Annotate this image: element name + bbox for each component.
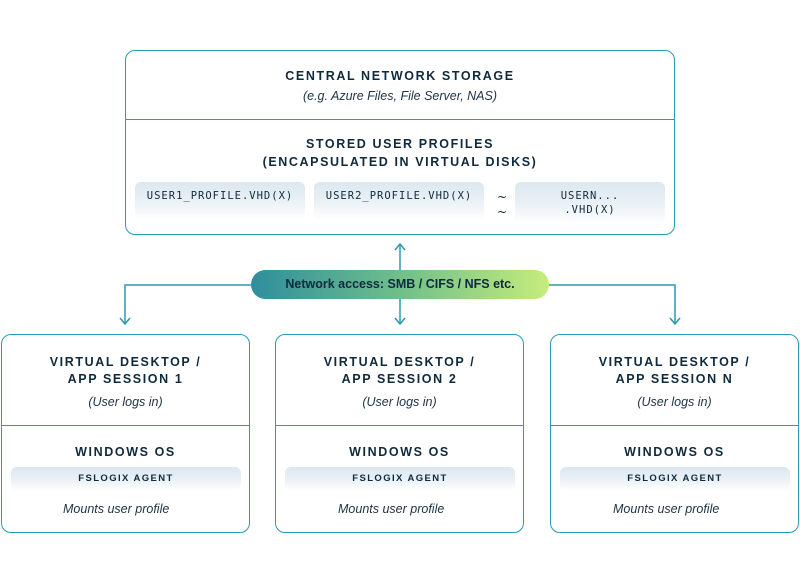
windows-os-label: WINDOWS OS	[349, 445, 450, 459]
session-title: APP SESSION 2	[341, 372, 458, 386]
fslogix-agent-chip: FSLOGIX AGENT	[560, 467, 790, 491]
session-title: VIRTUAL DESKTOP /	[49, 355, 202, 369]
session-box-n: VIRTUAL DESKTOP / APP SESSION N (User lo…	[550, 334, 799, 533]
mount-label: Mounts user profile	[613, 502, 720, 516]
storage-title: CENTRAL NETWORK STORAGE	[285, 69, 515, 83]
session-title: VIRTUAL DESKTOP /	[598, 355, 751, 369]
login-note: (User logs in)	[637, 395, 712, 409]
session-title: VIRTUAL DESKTOP /	[323, 355, 476, 369]
mount-label: Mounts user profile	[63, 502, 170, 516]
session-divider	[276, 425, 523, 426]
profile-file-1: USER1_PROFILE.VHD(X)	[135, 182, 305, 220]
session1-connector	[124, 284, 251, 324]
session-divider	[551, 425, 798, 426]
down-arrowhead-1	[119, 317, 131, 326]
down-arrowhead-2	[394, 317, 406, 326]
profile-file-2: USER2_PROFILE.VHD(X)	[314, 182, 484, 220]
profile-file-n: USERN... .VHD(X)	[515, 182, 665, 224]
login-note: (User logs in)	[88, 395, 163, 409]
profile-file-n-line2: .VHD(X)	[564, 204, 616, 216]
session-box-1: VIRTUAL DESKTOP / APP SESSION 1 (User lo…	[1, 334, 250, 533]
ellipsis-mark: ~	[497, 205, 508, 219]
ellipsis-mark: ~	[497, 190, 508, 204]
session-title: APP SESSION N	[615, 372, 734, 386]
windows-os-label: WINDOWS OS	[624, 445, 725, 459]
windows-os-label: WINDOWS OS	[75, 445, 176, 459]
session-title: APP SESSION 1	[67, 372, 184, 386]
profiles-title: STORED USER PROFILES	[305, 137, 495, 151]
network-access-label: Network access: SMB / CIFS / NFS etc.	[251, 270, 549, 299]
storage-subtitle: (e.g. Azure Files, File Server, NAS)	[302, 89, 498, 103]
storage-divider	[126, 119, 674, 120]
profile-file-n-line1: USERN...	[560, 190, 620, 202]
sessionN-connector	[549, 284, 676, 324]
login-note: (User logs in)	[362, 395, 437, 409]
session-box-2: VIRTUAL DESKTOP / APP SESSION 2 (User lo…	[275, 334, 524, 533]
central-storage-box: CENTRAL NETWORK STORAGE (e.g. Azure File…	[125, 50, 675, 235]
session-divider	[2, 425, 249, 426]
up-arrowhead	[394, 242, 406, 251]
profiles-subtitle: (ENCAPSULATED IN VIRTUAL DISKS)	[262, 155, 538, 169]
mount-label: Mounts user profile	[338, 502, 445, 516]
down-arrowhead-n	[669, 317, 681, 326]
fslogix-agent-chip: FSLOGIX AGENT	[285, 467, 515, 491]
fslogix-agent-chip: FSLOGIX AGENT	[11, 467, 241, 491]
